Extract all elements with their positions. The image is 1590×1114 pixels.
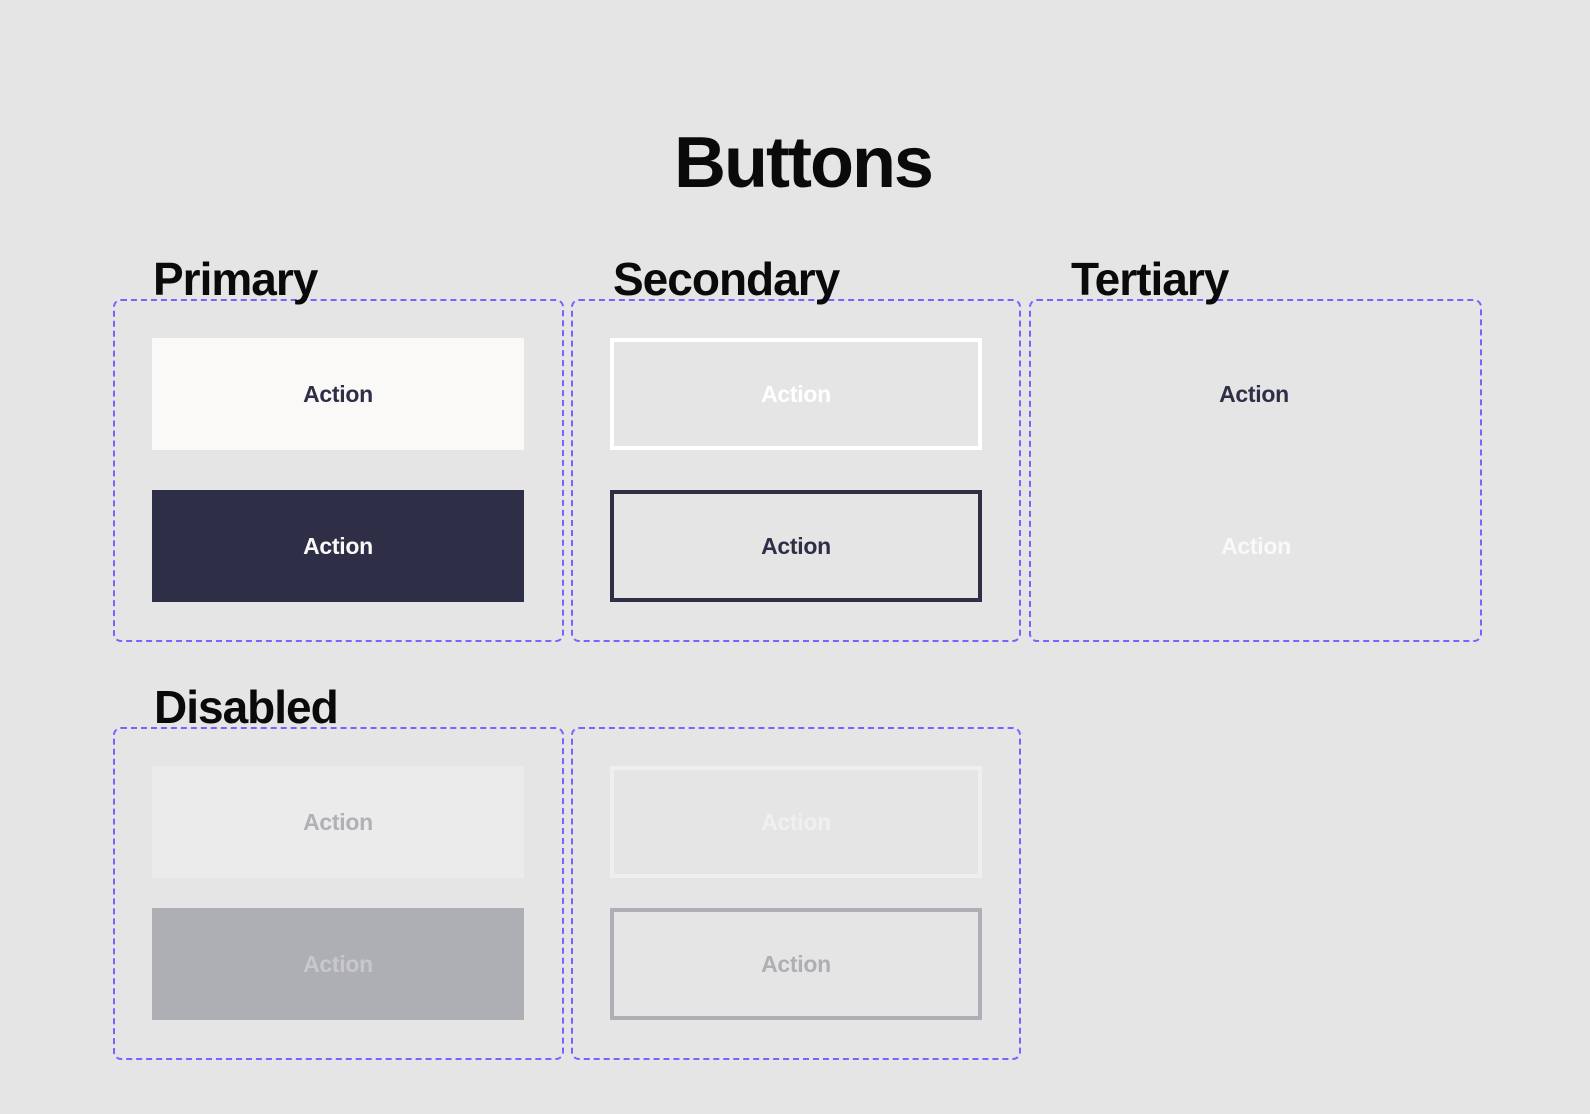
- disabled-secondary-group: [571, 727, 1021, 1060]
- secondary-light-button[interactable]: Action: [610, 338, 982, 450]
- secondary-heading: Secondary: [613, 253, 840, 305]
- primary-heading: Primary: [153, 253, 318, 305]
- primary-dark-button[interactable]: Action: [152, 490, 524, 602]
- tertiary-heading: Tertiary: [1071, 253, 1229, 305]
- primary-group: [113, 299, 564, 642]
- secondary-dark-button[interactable]: Action: [610, 490, 982, 602]
- secondary-group: [571, 299, 1021, 642]
- disabled-heading: Disabled: [154, 681, 339, 733]
- disabled-primary-group: [113, 727, 564, 1060]
- tertiary-light-button[interactable]: Action: [1221, 532, 1291, 559]
- disabled-primary-dark-button: Action: [152, 908, 524, 1020]
- disabled-primary-light-button: Action: [152, 766, 524, 878]
- primary-light-button[interactable]: Action: [152, 338, 524, 450]
- page-title: Buttons: [674, 123, 934, 203]
- disabled-secondary-dark-button: Action: [610, 908, 982, 1020]
- tertiary-dark-button[interactable]: Action: [1219, 380, 1289, 407]
- tertiary-group: [1029, 299, 1482, 642]
- disabled-secondary-light-button: Action: [610, 766, 982, 878]
